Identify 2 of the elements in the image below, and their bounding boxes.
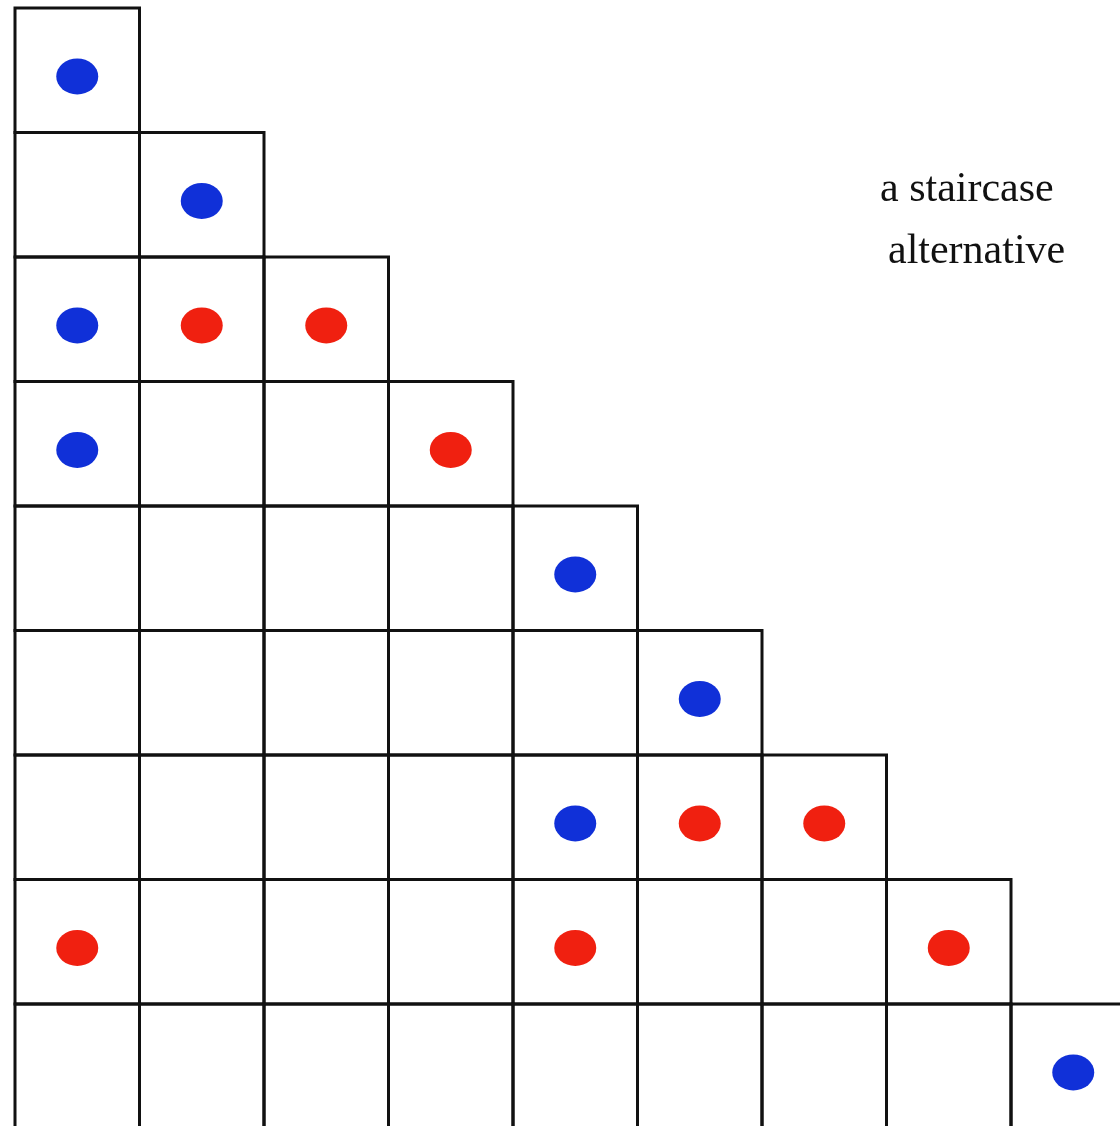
note-text: alternative [888, 228, 1066, 270]
note-text: a staircase [880, 166, 1054, 208]
